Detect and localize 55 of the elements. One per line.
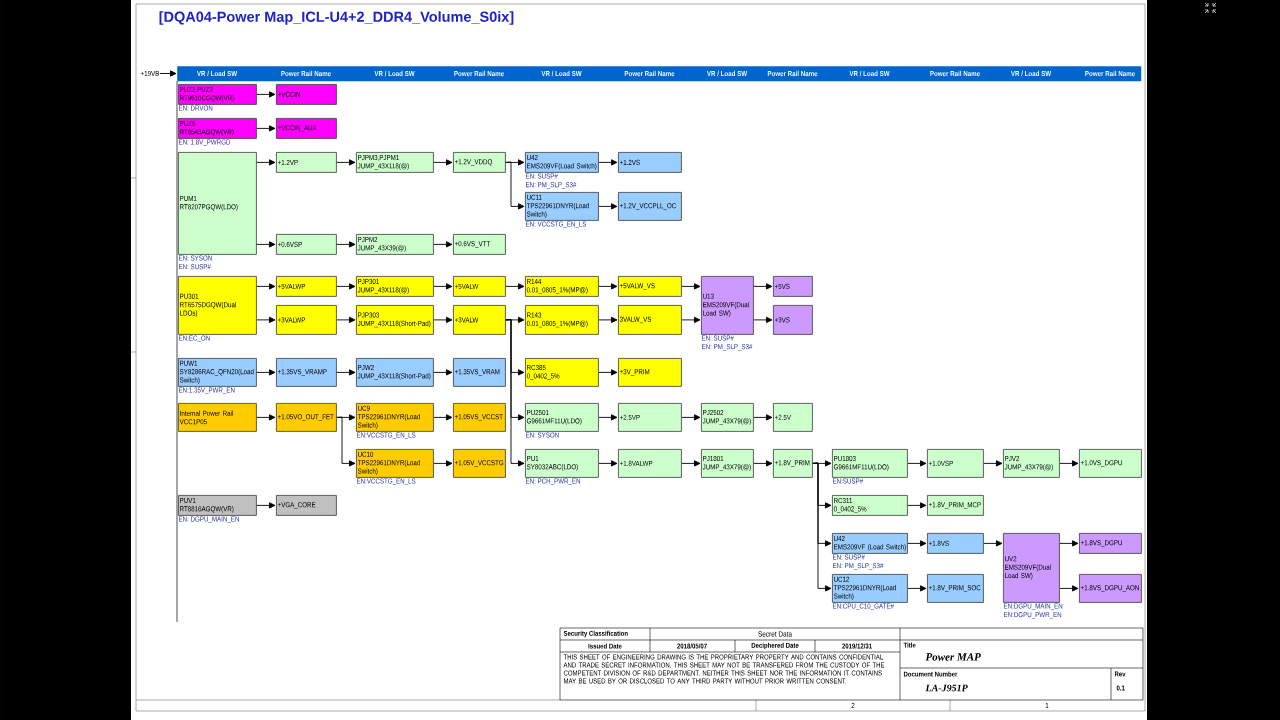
arrow xyxy=(598,159,618,166)
arrow xyxy=(433,159,453,166)
arrow xyxy=(907,502,927,509)
arrow xyxy=(159,70,177,77)
arrow xyxy=(598,460,618,467)
arrow xyxy=(1059,585,1079,592)
arrow xyxy=(681,316,701,323)
arrow xyxy=(983,540,1003,547)
arrow xyxy=(256,159,276,166)
arrow xyxy=(336,283,356,290)
arrow xyxy=(598,414,618,421)
arrow xyxy=(907,540,927,547)
arrow xyxy=(433,414,453,421)
arrow xyxy=(505,316,525,323)
arrow xyxy=(256,316,276,323)
arrow xyxy=(505,161,525,210)
arrow xyxy=(433,316,453,323)
arrow xyxy=(336,416,356,467)
arrow xyxy=(598,316,618,323)
arrow xyxy=(753,414,773,421)
arrow xyxy=(681,283,701,290)
sheet-title: Power MAP xyxy=(925,653,981,661)
arrow xyxy=(336,159,356,166)
arrow xyxy=(1059,540,1079,547)
arrow xyxy=(681,414,701,421)
arrow xyxy=(598,369,618,376)
arrow xyxy=(983,460,1003,467)
arrow xyxy=(753,316,773,323)
arrow xyxy=(433,241,453,248)
arrow xyxy=(907,460,927,467)
arrow xyxy=(753,460,773,467)
arrow xyxy=(598,203,618,210)
arrow xyxy=(336,369,356,376)
arrow xyxy=(812,462,832,592)
arrow xyxy=(256,502,276,509)
arrow xyxy=(256,241,276,248)
arrow xyxy=(907,585,927,592)
arrow xyxy=(505,283,525,290)
arrow xyxy=(256,125,276,132)
title: [DQA04-Power Map_ICL-U4+2_DDR4_Volume_S0ix] xyxy=(159,11,514,25)
document-number: LA-J951P xyxy=(925,684,968,692)
arrow xyxy=(336,241,356,248)
arrow xyxy=(681,460,701,467)
arrow xyxy=(598,283,618,290)
arrow xyxy=(1059,460,1079,467)
arrow xyxy=(256,91,276,98)
arrow xyxy=(433,460,453,467)
arrow xyxy=(433,283,453,290)
arrow xyxy=(336,316,356,323)
arrow xyxy=(256,414,276,421)
arrow xyxy=(256,283,276,290)
arrow xyxy=(433,369,453,376)
arrow xyxy=(505,319,525,467)
arrow xyxy=(753,283,773,290)
arrow xyxy=(256,369,276,376)
